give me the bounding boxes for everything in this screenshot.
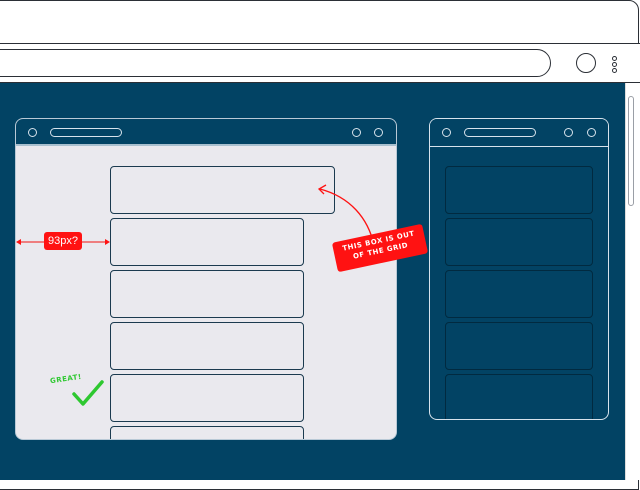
address-pill xyxy=(50,128,122,137)
checkmark-icon xyxy=(72,380,104,406)
mobile-wireframe xyxy=(429,118,609,420)
mobile-wireframe-titlebar xyxy=(430,119,608,147)
card xyxy=(445,166,593,214)
kebab-menu-icon[interactable] xyxy=(612,56,618,73)
page-viewport: 93px? Great! This box is out of the grid xyxy=(0,83,625,480)
circle-icon xyxy=(28,128,37,137)
spacing-label: 93px? xyxy=(44,232,82,250)
circle-icon xyxy=(587,128,596,137)
circle-icon xyxy=(374,128,383,137)
circle-icon xyxy=(564,128,573,137)
card xyxy=(110,374,304,422)
card xyxy=(445,322,593,370)
card xyxy=(445,374,593,419)
circle-icon xyxy=(442,128,451,137)
address-pill xyxy=(464,128,536,137)
card xyxy=(445,270,593,318)
card xyxy=(110,270,304,318)
tab-bar xyxy=(0,0,640,44)
card xyxy=(110,426,304,439)
profile-circle-icon[interactable] xyxy=(576,53,596,73)
scrollbar-thumb[interactable] xyxy=(628,96,634,206)
card xyxy=(110,322,304,370)
card-out-of-grid xyxy=(110,166,335,214)
browser-toolbar xyxy=(0,44,640,83)
card xyxy=(110,218,304,266)
circle-icon xyxy=(352,128,361,137)
desktop-wireframe: 93px? Great! xyxy=(15,118,397,440)
card xyxy=(445,218,593,266)
desktop-wireframe-titlebar xyxy=(16,119,396,146)
address-bar[interactable] xyxy=(0,49,551,77)
